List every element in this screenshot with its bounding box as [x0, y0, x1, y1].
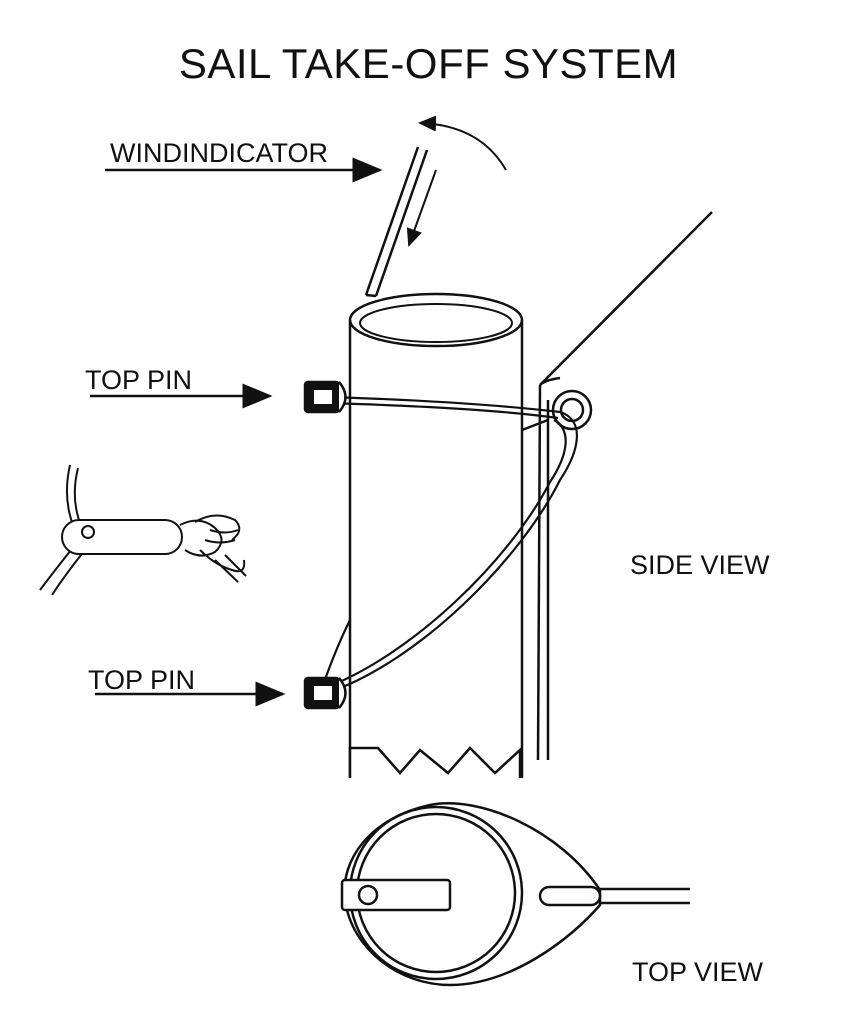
- top-pin-lower: [303, 676, 347, 710]
- sail-luff: [521, 211, 713, 761]
- top-view-label: TOP VIEW: [632, 957, 764, 987]
- top-pin-lower-label: TOP PIN: [88, 665, 196, 695]
- wind-indicator-rod: [364, 146, 429, 298]
- knot-detail: [39, 464, 247, 596]
- rotation-arrow: [418, 115, 507, 171]
- mast-tube: [348, 292, 524, 778]
- windindicator-label: WINDINDICATOR: [110, 138, 328, 168]
- take-off-line: [320, 395, 578, 694]
- diagram-title: SAIL TAKE-OFF SYSTEM: [178, 40, 679, 87]
- top-pin-upper-label: TOP PIN: [85, 365, 193, 395]
- top-pin-upper: [303, 380, 347, 414]
- downward-arrow: [406, 169, 437, 247]
- grommet: [551, 389, 593, 431]
- side-view-label: SIDE VIEW: [630, 550, 770, 580]
- top-view-drawing: [340, 802, 690, 987]
